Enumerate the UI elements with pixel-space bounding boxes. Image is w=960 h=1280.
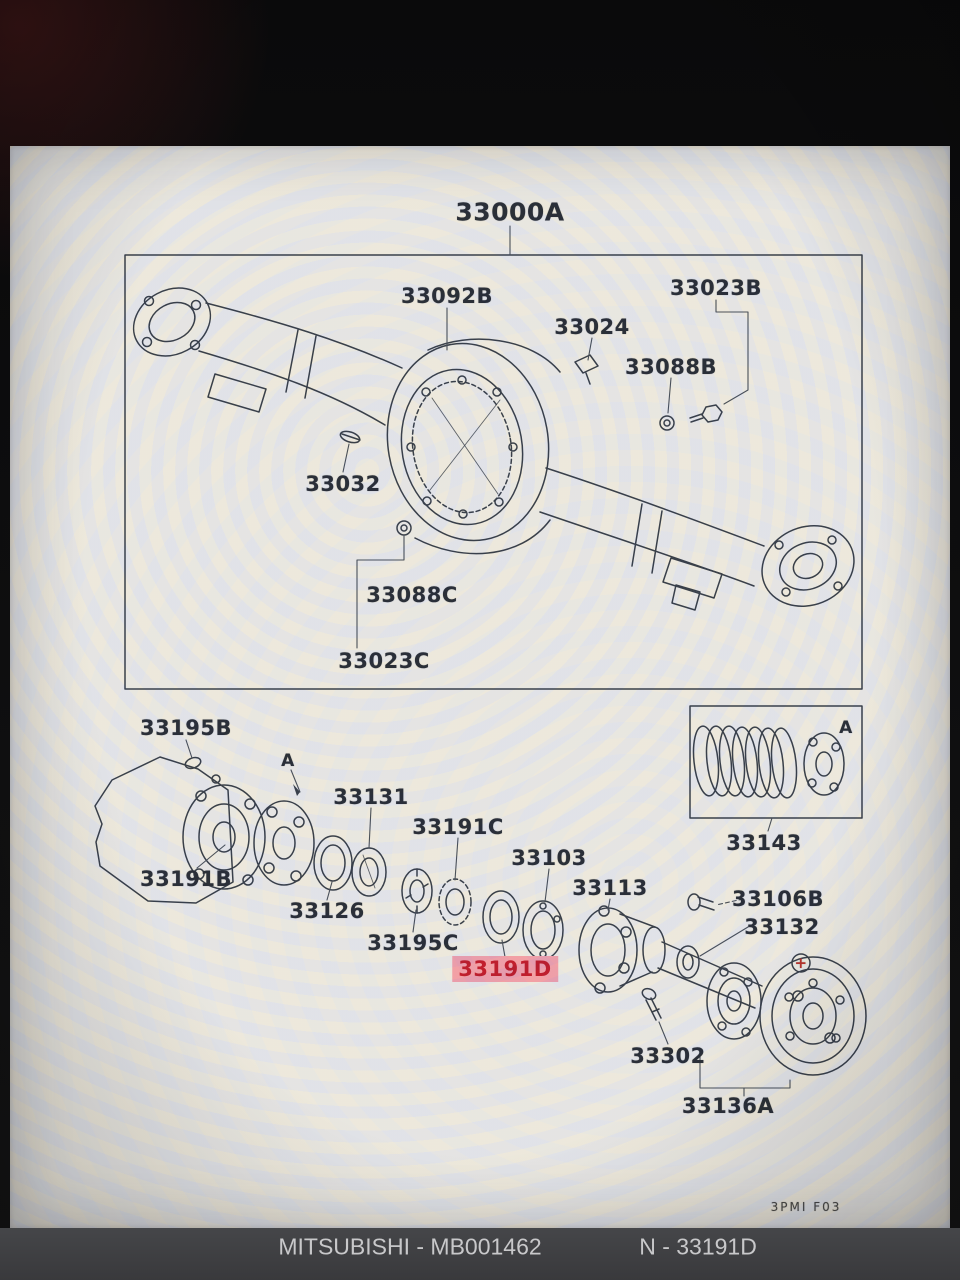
part-label-33136a: 33136A: [681, 1094, 775, 1118]
part-label-33103: 33103: [511, 846, 587, 870]
doc-code: 3PMI F03: [770, 1200, 842, 1214]
part-label-33191c: 33191C: [412, 815, 504, 839]
detail-marker-a-left: A: [281, 751, 295, 771]
part-label-33088c: 33088C: [366, 583, 458, 607]
part-label-33126: 33126: [289, 899, 365, 923]
footer-reference: N - 33191D: [639, 1233, 757, 1260]
part-label-33195b: 33195B: [139, 716, 233, 740]
part-label-33092b: 33092B: [400, 284, 494, 308]
part-label-33024: 33024: [554, 315, 630, 339]
part-label-33191b: 33191B: [139, 867, 233, 891]
part-label-33191d-highlighted: 33191D: [452, 956, 558, 982]
part-label-33302: 33302: [630, 1044, 706, 1068]
plus-marker: +: [794, 954, 808, 972]
detail-marker-a-box: A: [839, 718, 853, 738]
part-label-33023b: 33023B: [669, 276, 763, 300]
catalog-page: [10, 146, 950, 1228]
part-label-33032: 33032: [305, 472, 381, 496]
footer-brand-part: MITSUBISHI - MB001462: [278, 1233, 542, 1260]
part-label-33132: 33132: [744, 915, 820, 939]
part-label-33088b: 33088B: [624, 355, 718, 379]
part-label-33023c: 33023C: [338, 649, 430, 673]
part-label-33143: 33143: [726, 831, 802, 855]
footer-bar: [0, 1228, 960, 1280]
part-label-33113: 33113: [572, 876, 648, 900]
part-label-33106b: 33106B: [731, 887, 825, 911]
part-label-33000a: 33000A: [455, 197, 565, 227]
part-label-33131: 33131: [333, 785, 409, 809]
part-label-33195c: 33195C: [367, 931, 459, 955]
